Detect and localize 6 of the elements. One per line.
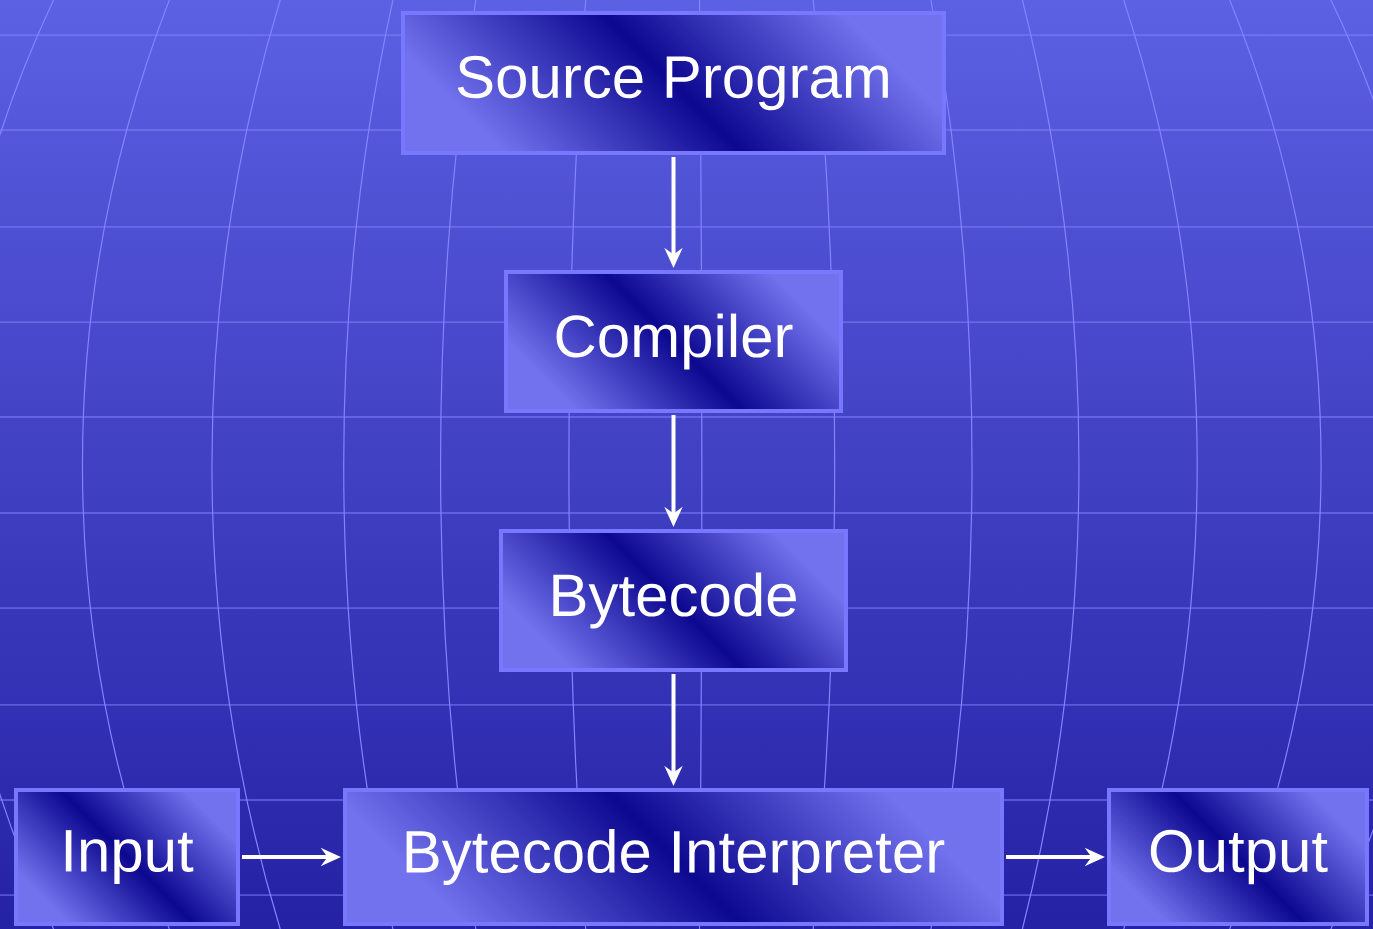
process-box: Source Program: [401, 11, 946, 155]
process-box: Bytecode Interpreter: [343, 788, 1004, 926]
process-box: Input: [14, 788, 240, 926]
process-box: Bytecode: [499, 529, 848, 672]
process-box: Output: [1107, 788, 1369, 926]
process-box: Compiler: [504, 270, 843, 413]
